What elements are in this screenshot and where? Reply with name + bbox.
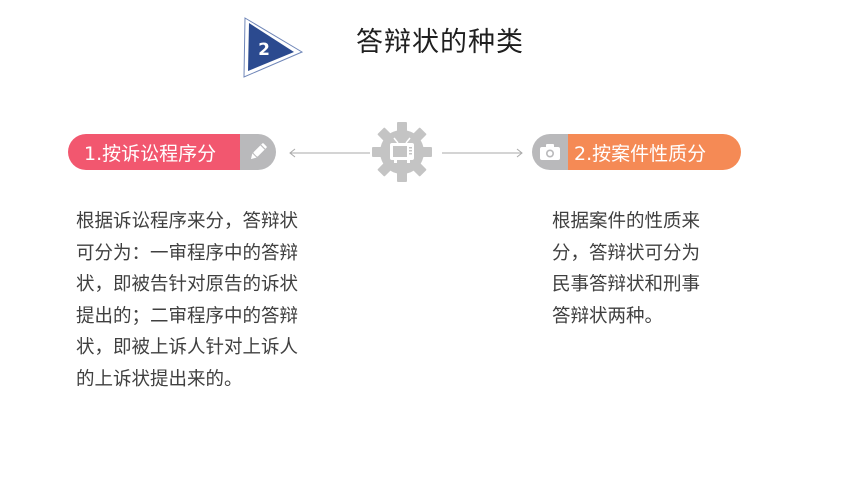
page-title: 答辩状的种类	[356, 27, 524, 58]
text-line: 可分为：一审程序中的答辩	[76, 242, 299, 264]
section-number-badge: 2	[243, 17, 304, 78]
text-line: 的上诉状提出来的。	[76, 368, 243, 390]
text-line: 根据案件的性质来	[552, 211, 701, 232]
text-line: 根据诉讼程序来分，答辩状	[76, 211, 299, 232]
text-line: 分，答辩状可分为	[552, 242, 701, 264]
category-pill-procedure: 1.按诉讼程序分	[68, 134, 276, 170]
procedure-description: 根据诉讼程序来分，答辩状 可分为：一审程序中的答辩 状，即被告针对原告的诉状 提…	[76, 206, 342, 395]
case-nature-description: 根据案件的性质来 分，答辩状可分为 民事答辩状和刑事 答辩状两种。	[552, 206, 732, 332]
connector-arrow-right	[442, 148, 523, 158]
category-pill-case-nature: 2.按案件性质分	[532, 134, 741, 170]
pencil-icon	[240, 134, 276, 170]
connector-arrow-left	[289, 148, 370, 158]
category-label-case-nature: 2.按案件性质分	[568, 134, 741, 170]
camera-icon	[532, 134, 568, 170]
text-line: 答辩状两种。	[552, 305, 664, 327]
section-number: 2	[258, 40, 270, 60]
gear-tv-icon	[372, 122, 432, 182]
category-label-procedure: 1.按诉讼程序分	[68, 134, 240, 170]
text-line: 状，即被上诉人针对上诉人	[76, 337, 299, 358]
text-line: 提出的；二审程序中的答辩	[76, 305, 299, 327]
text-line: 状，即被告针对原告的诉状	[76, 274, 299, 295]
text-line: 民事答辩状和刑事	[552, 274, 701, 295]
